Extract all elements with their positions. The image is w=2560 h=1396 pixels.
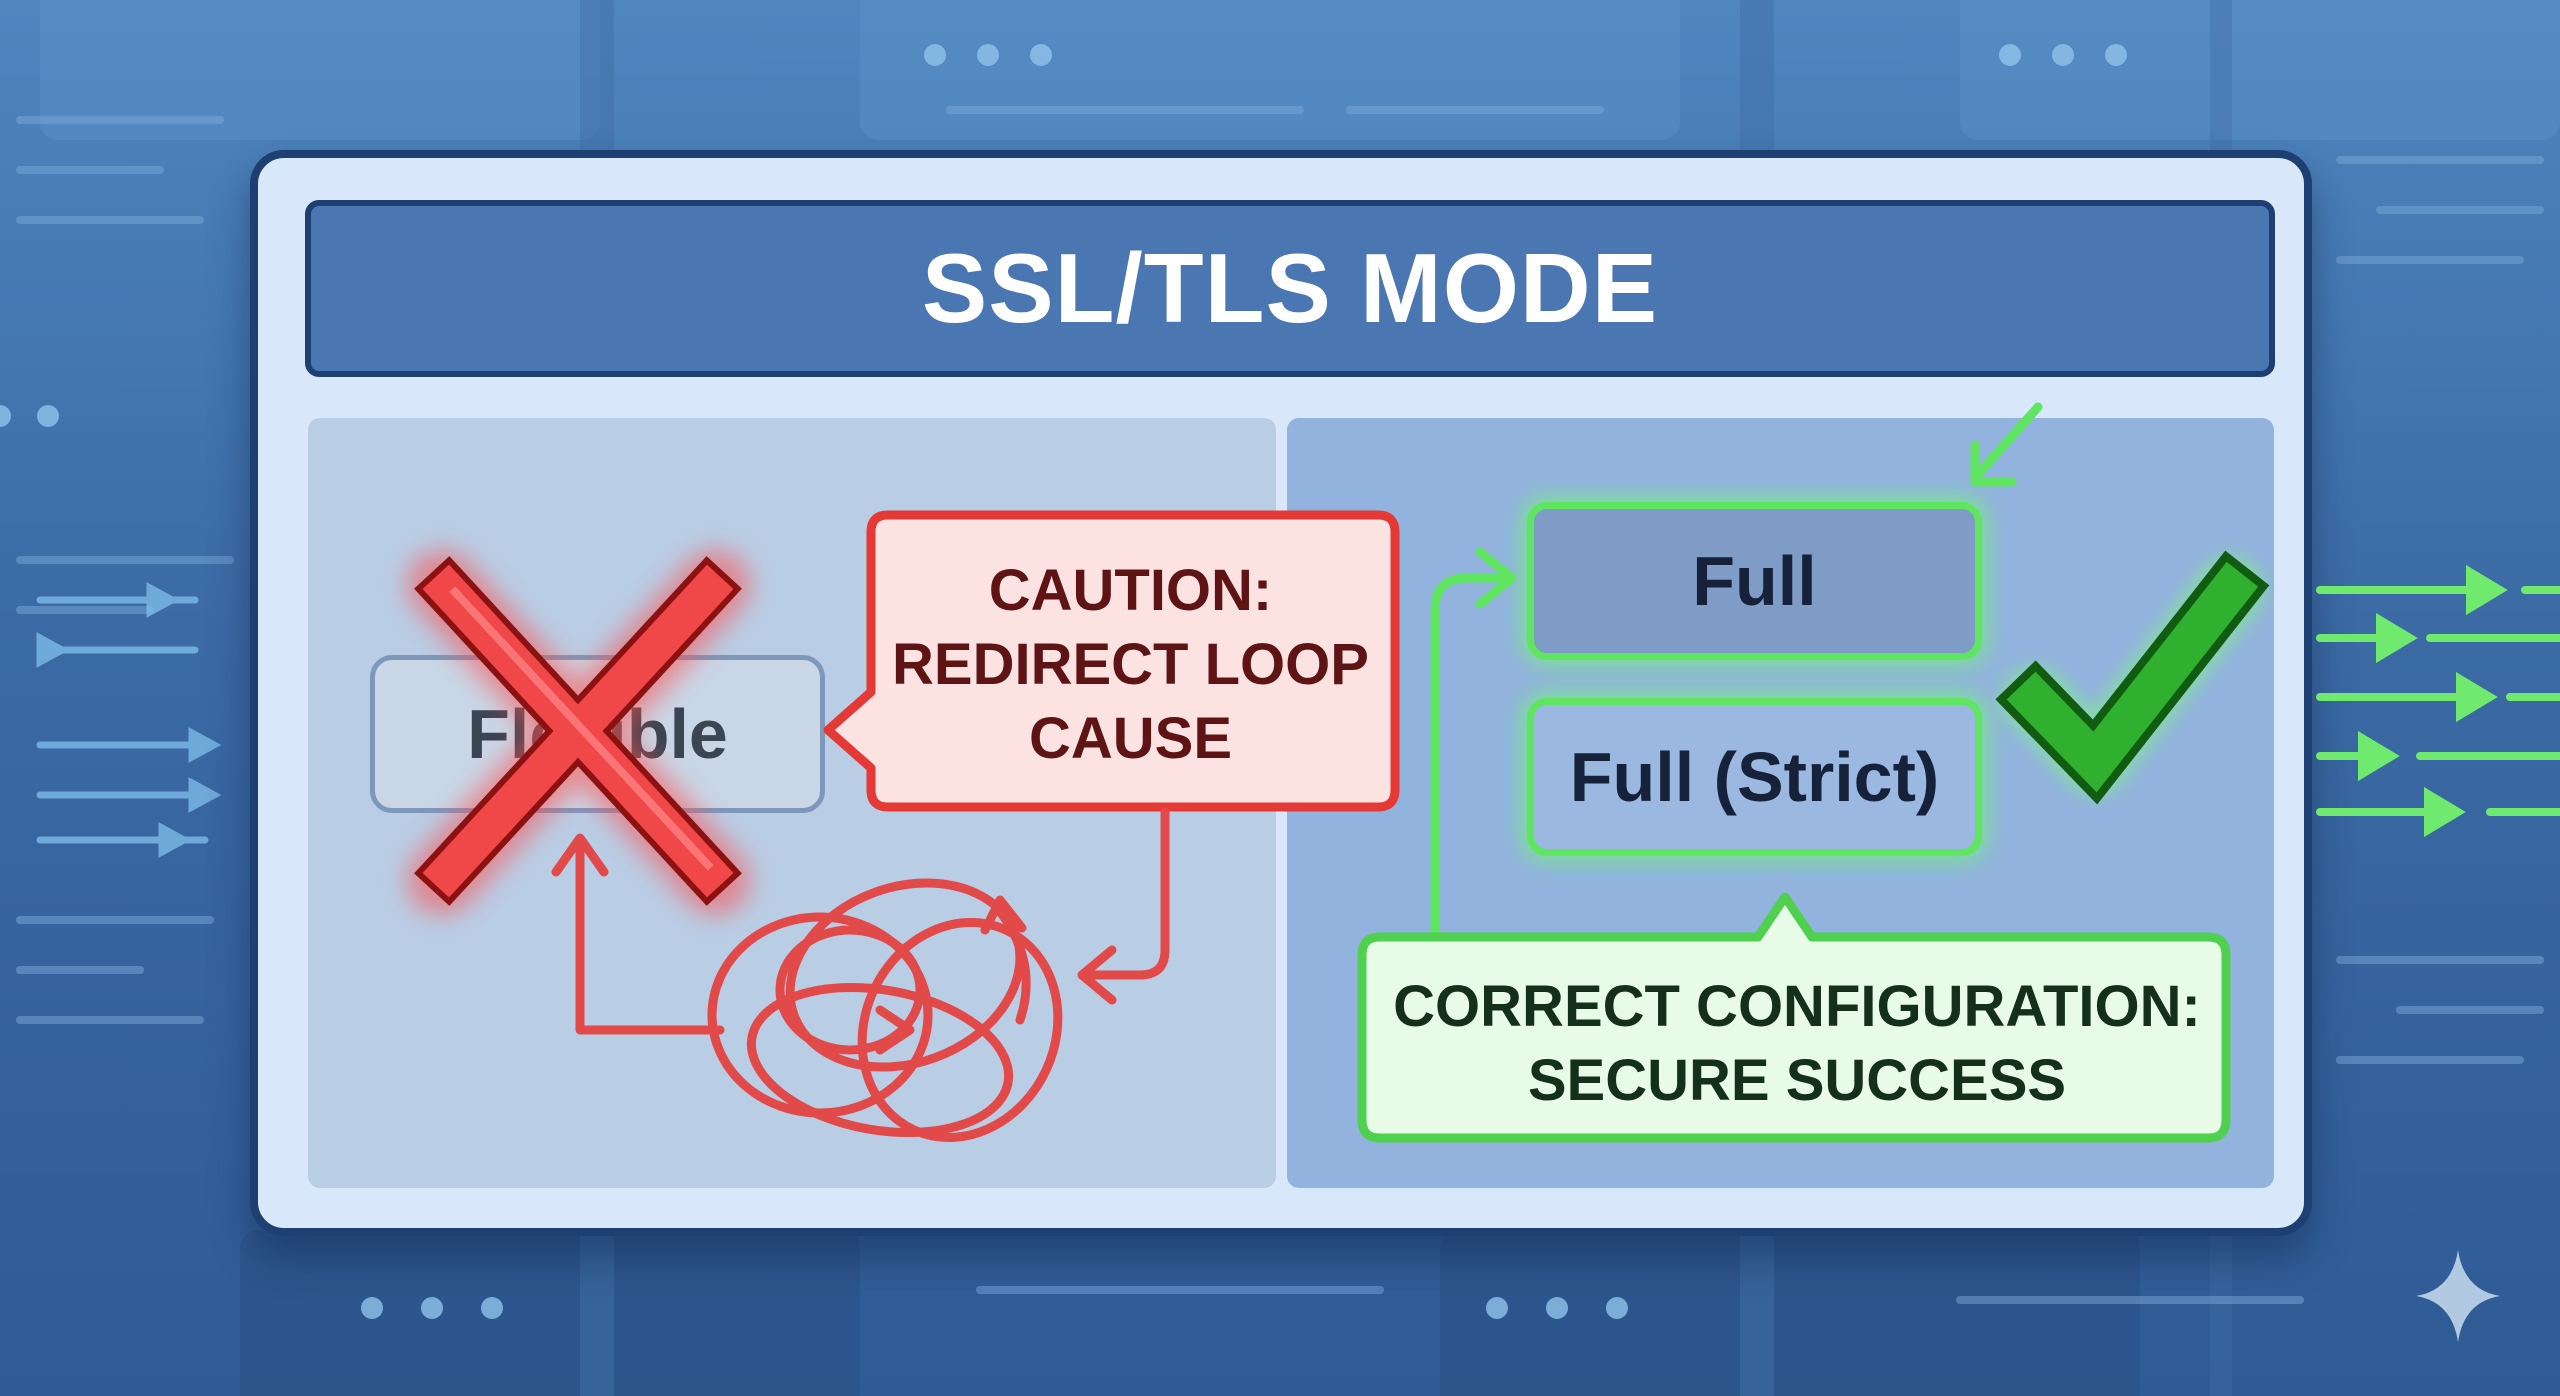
full-label: Full (1692, 542, 1817, 620)
full-option[interactable]: Full (1527, 502, 1982, 660)
caution-line: REDIRECT LOOP (892, 632, 1369, 697)
success-line: CORRECT CONFIGURATION: (1393, 974, 2201, 1039)
full-strict-option[interactable]: Full (Strict) (1527, 698, 1982, 856)
full-strict-label: Full (Strict) (1569, 738, 1940, 816)
page-title: SSL/TLS MODE (921, 233, 1659, 343)
caution-line: CAUSE (1028, 706, 1233, 771)
flexible-option[interactable]: Flexible (370, 655, 825, 813)
success-line: SECURE SUCCESS (1527, 1048, 2067, 1113)
caution-message: CAUTION: REDIRECT LOOP CAUSE (878, 555, 1383, 775)
success-message: CORRECT CONFIGURATION: SECURE SUCCESS (1368, 960, 2226, 1128)
title-bar: SSL/TLS MODE (305, 200, 2275, 377)
caution-line: CAUTION: (988, 558, 1273, 623)
flexible-label: Flexible (467, 695, 728, 773)
